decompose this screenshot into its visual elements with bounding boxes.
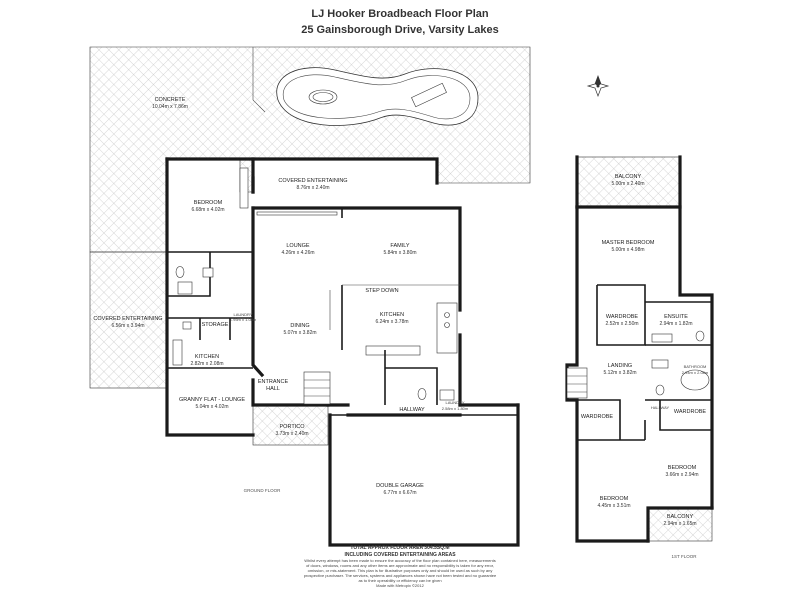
room-wardrobe-right: WARDROBE (674, 409, 707, 415)
room-lounge-dim: 4.26m x 4.26m (281, 250, 314, 256)
room-bedroom-bottom-dim: 4.45m x 3.51m (597, 503, 630, 509)
room-balcony-bottom: BALCONY (667, 514, 694, 520)
footer: TOTAL APPROX FLOOR AREA 304.5SQ.M INCLUD… (304, 545, 497, 588)
ground-floor-labels: CONCRETE 10.04m x 7.86m COVERED ENTERTAI… (93, 97, 468, 496)
room-bedroom-bottom: BEDROOM (600, 496, 629, 502)
plan-title: LJ Hooker Broadbeach Floor Plan (311, 8, 489, 20)
room-entrance-hall: HALL (266, 386, 280, 392)
staircase-upper (566, 367, 588, 399)
room-landing-dim: 5.12m x 3.82m (603, 370, 636, 376)
room-kitchen-granny: KITCHEN (195, 354, 219, 360)
room-ensuite-dim: 2.94m x 1.82m (659, 321, 692, 327)
pool (276, 67, 479, 126)
bathroom-toilet (655, 384, 665, 396)
room-bedroom-ground: BEDROOM (194, 200, 223, 206)
shower (177, 281, 193, 295)
room-hallway-upper: HALLWAY (651, 405, 670, 410)
room-wardrobe-master: WARDROBE (606, 314, 639, 320)
laundry-tub (439, 389, 455, 401)
room-ensuite: ENSUITE (664, 314, 688, 320)
compass-icon (586, 75, 610, 97)
step-down-label: STEP DOWN (365, 288, 398, 294)
room-bedroom-ground-dim: 6.68m x 4.02m (191, 207, 224, 213)
room-wardrobe-master-dim: 2.52m x 2.50m (605, 321, 638, 327)
covered-entertaining-left-area (89, 251, 168, 389)
room-double-garage-dim: 6.77m x 6.67m (383, 490, 416, 496)
room-covered-entertaining-top-dim: 8.76m x 2.40m (296, 185, 329, 191)
room-master-bedroom: MASTER BEDROOM (602, 240, 655, 246)
room-master-bedroom-dim: 5.00m x 4.98m (611, 247, 644, 253)
ground-floor-label: GROUND FLOOR (244, 488, 282, 493)
kitchen-island (365, 345, 421, 356)
disclaimer-line-1: Whilst every attempt has been made to en… (304, 558, 495, 563)
room-dining-dim: 5.07m x 3.82m (283, 330, 316, 336)
room-entrance: ENTRANCE (258, 379, 289, 385)
disclaimer-line-3: omission, or mis-statement. This plan is… (308, 568, 493, 573)
room-kitchen-main-dim: 6.24m x 3.78m (375, 319, 408, 325)
room-family: FAMILY (390, 243, 409, 249)
room-portico-dim: 3.73m x 2.40m (275, 431, 308, 437)
first-floor-label: 1ST FLOOR (672, 554, 698, 559)
ensuite-vanity (651, 333, 673, 343)
kitchen-bench (436, 302, 458, 354)
room-concrete: CONCRETE (155, 97, 186, 103)
pool-steps (411, 82, 447, 108)
first-floor-labels: BALCONY 5.00m x 2.40m MASTER BEDROOM 5.0… (581, 174, 709, 559)
room-bedroom-right-dim: 3.66m x 2.94m (665, 472, 698, 478)
room-balcony-top: BALCONY (615, 174, 642, 180)
room-granny-lounge-dim: 5.04m x 4.02m (195, 404, 228, 410)
basin (202, 267, 214, 278)
room-covered-entertaining-left: COVERED ENTERTAINING (93, 316, 162, 322)
toilet (175, 266, 185, 278)
room-balcony-top-dim: 5.00m x 2.40m (611, 181, 644, 187)
including-note: INCLUDING COVERED ENTERTAINING AREAS (344, 552, 456, 558)
lounge-window (256, 211, 338, 216)
room-double-garage: DOUBLE GARAGE (376, 483, 424, 489)
cooktop (444, 312, 450, 318)
room-granny-lounge: GRANNY FLAT - LOUNGE (179, 397, 245, 403)
room-kitchen-granny-dim: 2.82m x 2.08m (190, 361, 223, 367)
disclaimer-line-4: prospective purchaser. The services, sys… (304, 573, 497, 578)
room-bathroom-dim: 2.94m x 2.08m (682, 370, 709, 375)
room-hallway-ground: HALLWAY (399, 407, 425, 413)
bathroom-vanity (651, 359, 669, 369)
room-laundry-dim: 2.58m x 1.80m (442, 406, 469, 411)
room-bedroom-right: BEDROOM (668, 465, 697, 471)
room-storage: STORAGE (202, 322, 229, 328)
room-portico: PORTICO (280, 424, 306, 430)
total-area: TOTAL APPROX FLOOR AREA 304.5SQ.M (350, 545, 449, 551)
balcony-bottom-area (647, 507, 713, 542)
room-kitchen-main: KITCHEN (380, 312, 404, 318)
room-family-dim: 5.84m x 3.80m (383, 250, 416, 256)
room-dining: DINING (290, 323, 309, 329)
first-floor (565, 155, 714, 543)
room-laundry-small: LAUNDRY (233, 312, 252, 317)
bathtub (680, 369, 710, 391)
room-laundry-small-dim: 1.95m x 1.08m (230, 317, 257, 322)
granny-kitchen-bench (172, 339, 183, 366)
disclaimer-line-5: as to their operability or efficiency ca… (358, 578, 441, 583)
disclaimer-line-2: of doors, windows, rooms and any other i… (306, 563, 494, 568)
room-covered-entertaining-left-dim: 6.56m x 3.94m (111, 323, 144, 329)
room-wardrobe-left: WARDROBE (581, 414, 614, 420)
room-laundry: LAUNDRY (445, 400, 464, 405)
room-lounge: LOUNGE (286, 243, 310, 249)
plan-subtitle: 25 Gainsborough Drive, Varsity Lakes (301, 24, 498, 36)
bedroom-wardrobe (239, 167, 249, 209)
ensuite-toilet (695, 330, 705, 342)
room-concrete-dim: 10.04m x 7.86m (152, 104, 188, 110)
powder-toilet (417, 388, 427, 400)
disclaimer-credit: Made with Metropix ©2012 (376, 583, 424, 588)
room-landing: LANDING (608, 363, 632, 369)
ground-floor (89, 46, 531, 547)
room-balcony-bottom-dim: 2.94m x 1.65m (663, 521, 696, 527)
granny-sink (182, 321, 192, 330)
room-bathroom: BATHROOM (684, 364, 707, 369)
room-covered-entertaining-top: COVERED ENTERTAINING (278, 178, 347, 184)
